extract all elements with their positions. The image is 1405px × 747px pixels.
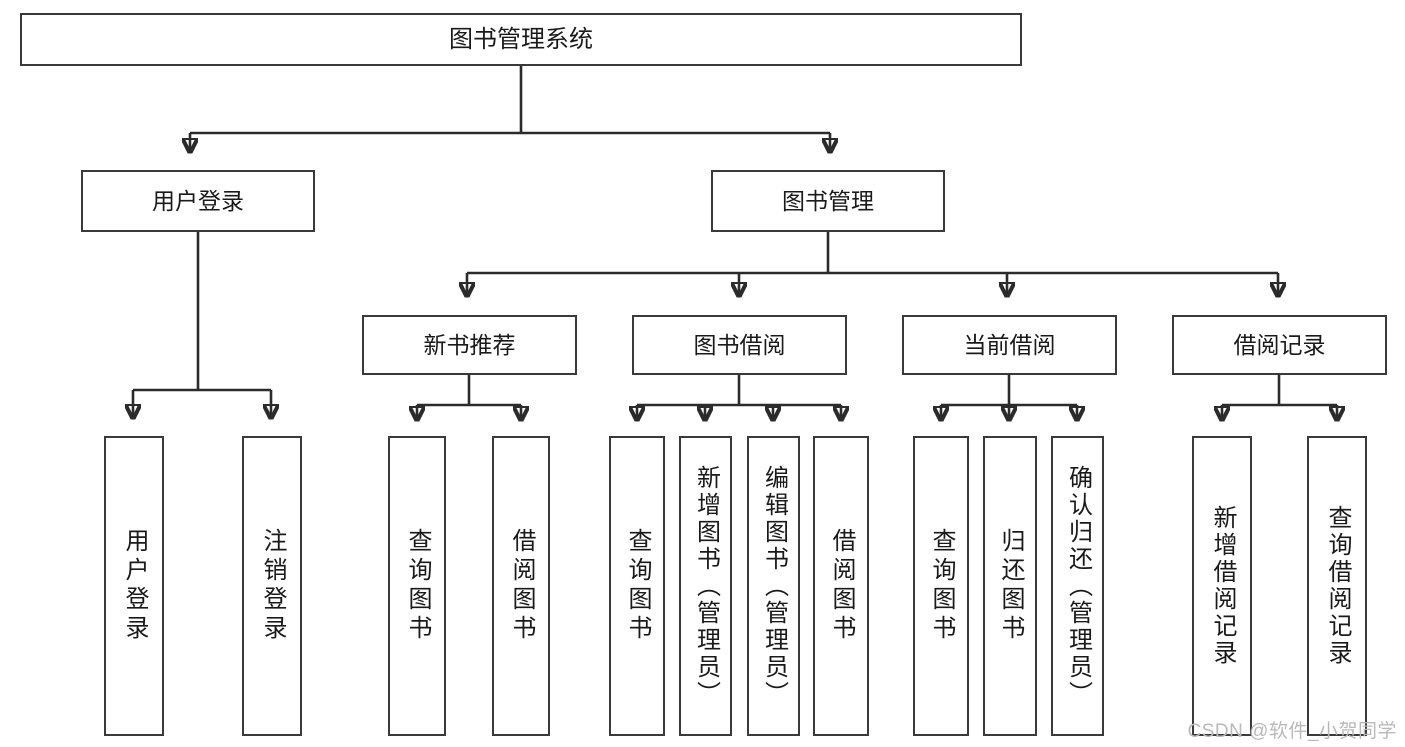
- node-book-management[interactable]: 图书管理: [711, 170, 945, 232]
- node-label: 新增图书（管理员）: [692, 464, 720, 708]
- leaf-query-book-new[interactable]: 查询图书: [388, 436, 446, 736]
- leaf-confirm-return-admin[interactable]: 确认归还（管理员）: [1051, 436, 1104, 736]
- leaf-borrow-book[interactable]: 借阅图书: [813, 436, 869, 736]
- watermark-text: CSDN @软件_小贺同学: [1187, 721, 1397, 742]
- leaf-add-borrow-record[interactable]: 新增借阅记录: [1192, 436, 1252, 736]
- node-book-borrow[interactable]: 图书借阅: [632, 315, 847, 375]
- leaf-query-borrow-record[interactable]: 查询借阅记录: [1307, 436, 1367, 736]
- node-new-book-recommend[interactable]: 新书推荐: [362, 315, 577, 375]
- leaf-query-book-current[interactable]: 查询图书: [913, 436, 969, 736]
- node-label: 注销登录: [259, 528, 286, 644]
- node-user-login[interactable]: 用户登录: [81, 170, 315, 232]
- leaf-return-book[interactable]: 归还图书: [983, 436, 1037, 736]
- leaf-query-book-borrow[interactable]: 查询图书: [609, 436, 665, 736]
- node-label: 确认归还（管理员）: [1064, 464, 1092, 708]
- node-label: 借阅图书: [508, 528, 535, 644]
- node-label: 查询借阅记录: [1324, 505, 1351, 667]
- node-label: 图书管理系统: [449, 25, 593, 53]
- node-label: 图书管理: [782, 187, 874, 214]
- leaf-borrow-book-new[interactable]: 借阅图书: [492, 436, 550, 736]
- node-label: 查询图书: [404, 528, 431, 644]
- node-current-borrow[interactable]: 当前借阅: [902, 315, 1117, 375]
- node-label: 图书借阅: [693, 331, 786, 358]
- leaf-add-book-admin[interactable]: 新增图书（管理员）: [679, 436, 732, 736]
- node-label: 用户登录: [152, 187, 244, 214]
- node-root-system[interactable]: 图书管理系统: [20, 13, 1022, 66]
- leaf-user-logout[interactable]: 注销登录: [242, 436, 302, 736]
- node-label: 归还图书: [997, 528, 1024, 644]
- node-label: 查询图书: [624, 528, 651, 644]
- node-label: 借阅图书: [828, 528, 855, 644]
- node-label: 当前借阅: [963, 331, 1056, 358]
- leaf-user-login[interactable]: 用户登录: [104, 436, 164, 736]
- node-borrow-record[interactable]: 借阅记录: [1172, 315, 1387, 375]
- node-label: 新增借阅记录: [1209, 505, 1236, 667]
- node-label: 借阅记录: [1233, 331, 1326, 358]
- node-label: 新书推荐: [423, 331, 516, 358]
- node-label: 用户登录: [121, 528, 148, 644]
- node-label: 查询图书: [928, 528, 955, 644]
- node-label: 编辑图书（管理员）: [760, 464, 788, 708]
- leaf-edit-book-admin[interactable]: 编辑图书（管理员）: [747, 436, 800, 736]
